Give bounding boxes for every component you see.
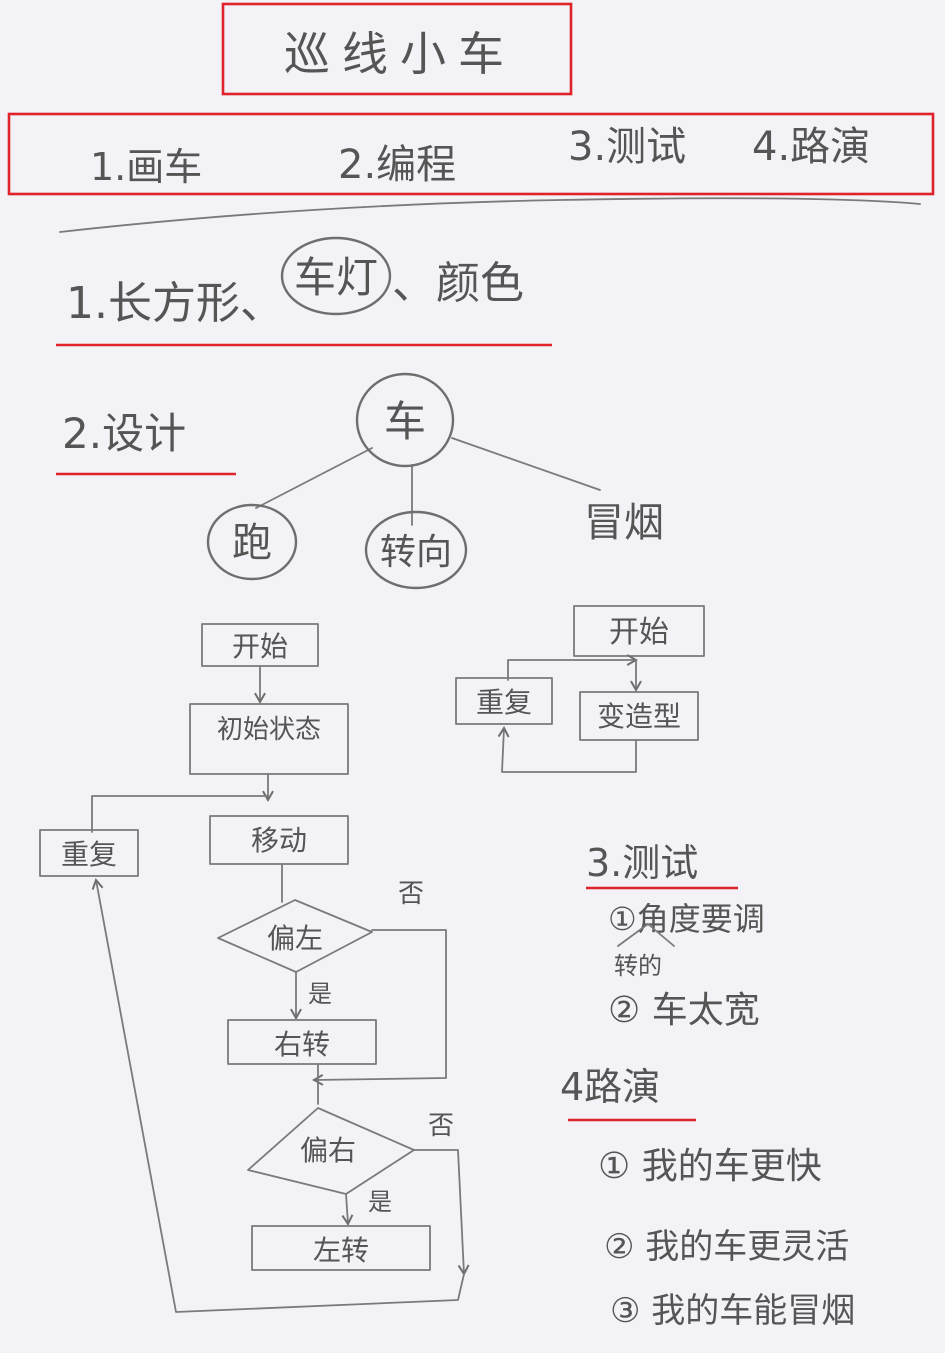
step-testing: 3.测试 — [568, 124, 686, 170]
flow-left-no-1: 否 — [398, 879, 424, 909]
section3-insert-caret — [617, 923, 675, 947]
flow-left-right-check: 偏右 — [300, 1134, 356, 1167]
mindmap-run-circle — [206, 503, 298, 581]
flow-right-morph-box — [579, 691, 699, 741]
flow-left-init: 初始状态 — [217, 715, 321, 745]
mindmap-root: 车 — [384, 397, 426, 446]
flow-right-start-box — [573, 605, 705, 657]
mindmap-branch-turn: 转向 — [380, 532, 452, 573]
flow-right-repeat: 重复 — [476, 686, 532, 719]
section2-heading: 2.设计 — [62, 409, 186, 458]
section1-prefix: 1.长方形、 — [66, 278, 284, 329]
section3-item1-note: 转的 — [614, 952, 662, 980]
flow-left-left-turn-box — [251, 1225, 431, 1271]
flow-left-right-turn-box — [227, 1019, 377, 1065]
flow-left-yes-2: 是 — [368, 1188, 392, 1216]
section4-item2: ② 我的车更灵活 — [604, 1227, 849, 1267]
flow-right-start: 开始 — [609, 615, 669, 650]
section1-suffix: 、颜色 — [392, 258, 524, 309]
flow-left-move: 移动 — [251, 824, 307, 857]
step-programming: 2.编程 — [338, 142, 456, 188]
section3-item2: ② 车太宽 — [608, 990, 760, 1031]
mindmap-turn-circle — [364, 510, 468, 590]
page-title: 巡线小车 — [284, 27, 516, 81]
section3-item1: ①角度要调 — [608, 900, 765, 938]
flow-left-yes-1: 是 — [308, 980, 332, 1008]
flow-left-no-2: 否 — [428, 1111, 454, 1141]
flow-left-repeat: 重复 — [61, 838, 117, 871]
flow-right-loop-back — [497, 725, 637, 773]
flow-right-repeat-box — [455, 677, 553, 725]
step-roadshow: 4.路演 — [752, 124, 870, 170]
flow-right-morph: 变造型 — [597, 700, 681, 733]
section4-heading: 4路演 — [560, 1065, 660, 1109]
flow-left-check-left-diamond — [217, 899, 373, 973]
headlight-circle — [280, 236, 392, 316]
mindmap-root-circle — [355, 372, 455, 468]
steps-highlight-box — [7, 112, 935, 196]
flow-left-repeat-box — [39, 829, 139, 877]
title-highlight-box — [221, 2, 573, 96]
flow-left-right-turn: 右转 — [274, 1028, 330, 1061]
flow-right-loop-top — [507, 654, 639, 681]
flow-left-left-turn: 左转 — [313, 1234, 369, 1267]
flow-left-move-box — [209, 815, 349, 865]
section3-heading: 3.测试 — [586, 841, 698, 885]
flow-left-init-box — [189, 703, 349, 775]
flow-left-loop-top — [91, 795, 269, 833]
flow-left-no-path-1 — [311, 929, 447, 1086]
header-divider-line — [59, 197, 921, 233]
section4-item3: ③ 我的车能冒烟 — [610, 1291, 855, 1331]
mindmap-branch-smoke: 冒烟 — [584, 500, 664, 546]
section1-circled-word: 车灯 — [294, 253, 378, 302]
flow-left-no-path-2 — [413, 1149, 470, 1277]
flow-left-start: 开始 — [232, 630, 288, 663]
mindmap-branch-run: 跑 — [232, 520, 272, 566]
flow-left-yes-arrow-2 — [341, 1193, 354, 1227]
mindmap-link-run — [255, 447, 373, 509]
section4-item1: ① 我的车更快 — [598, 1146, 822, 1187]
flow-left-loop-back — [91, 878, 465, 1313]
flow-left-left-check: 偏左 — [267, 922, 323, 955]
step-draw-car: 1.画车 — [90, 145, 202, 189]
mindmap-link-smoke — [451, 437, 601, 491]
